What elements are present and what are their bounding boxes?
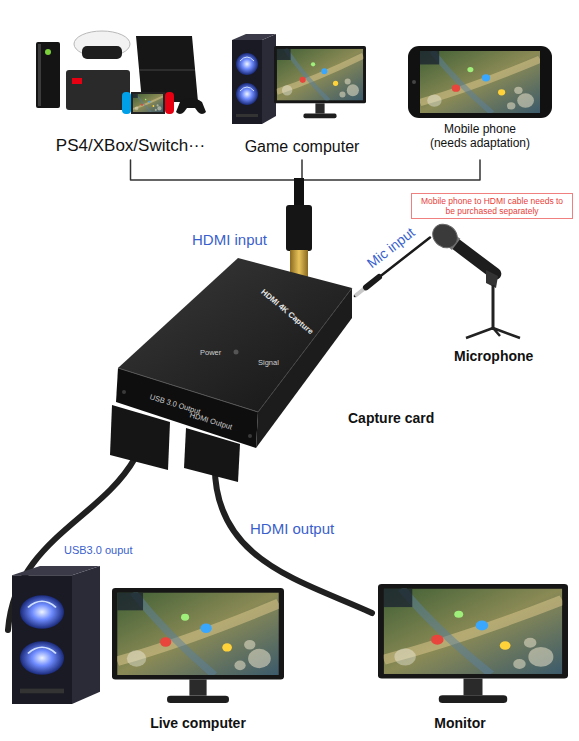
card-screw (248, 434, 252, 438)
device-marking: HDMI 4K Capture (259, 287, 315, 336)
tripod-legs (466, 328, 520, 338)
cable-label: USB3.0 ouput (62, 544, 135, 557)
source-device: Game computer (228, 28, 376, 160)
pc-monitor (112, 588, 284, 703)
source-device: PS4/XBox/Switch··· (28, 28, 233, 160)
vr-visor (82, 46, 122, 59)
switch-logo (72, 78, 82, 84)
xbox-light (45, 49, 51, 55)
usb-plug-boot (110, 405, 170, 470)
cable-connector (131, 160, 300, 278)
joycon-red (165, 92, 174, 114)
microphone-art (428, 219, 520, 338)
device-caption: PS4/XBox/Switch··· (28, 136, 233, 156)
cable-label: HDMI input (190, 231, 269, 249)
device-caption: Live computer (128, 715, 268, 732)
switch-dock (66, 70, 130, 110)
xbox-stripe (38, 44, 41, 106)
device-marking: Power (200, 348, 221, 357)
monitor-art (378, 584, 568, 703)
gamepad (176, 98, 206, 114)
phone-screen (420, 51, 540, 113)
ps4-groove (139, 70, 195, 71)
capture-card: HDMI 4K CapturePowerSignalUSB 3.0 Output… (95, 278, 355, 458)
cable-label: Mic input (362, 223, 420, 273)
xbox-console (36, 42, 60, 108)
phone-body (408, 46, 552, 118)
device-caption: Mobile phone (needs adaptation) (427, 122, 533, 151)
game-computer-art (232, 34, 366, 124)
switch-screen (133, 94, 163, 112)
card-edge (258, 288, 352, 412)
microphone: Microphone (430, 218, 555, 368)
pc-tower (232, 34, 276, 124)
phone-art (408, 46, 552, 118)
console-group (36, 31, 206, 114)
device-caption: Game computer (228, 137, 376, 156)
hdmi-cable (294, 178, 304, 208)
device-caption: Monitor (410, 715, 510, 732)
live-computer: Live computer (8, 560, 288, 735)
note-box: Mobile phone to HDMI cable needs to be p… (411, 193, 573, 219)
plug-boot (286, 205, 312, 251)
joycon-blue (122, 92, 131, 114)
pc-monitor (274, 46, 366, 118)
mic-stand (492, 285, 495, 330)
device-caption: Capture card (348, 410, 434, 427)
source-device: Mobile phone (needs adaptation) (400, 40, 560, 160)
card-screw (122, 390, 126, 394)
device-caption: Microphone (454, 348, 554, 365)
device-marking: Signal (258, 358, 279, 367)
card-side (256, 288, 352, 448)
hdmi-plug-boot (184, 428, 240, 482)
power-led (234, 350, 239, 355)
mic-jack-grip (366, 277, 379, 287)
note-text: Mobile phone to HDMI cable needs to be p… (416, 196, 568, 216)
hdmi-plug (286, 178, 312, 278)
monitor: Monitor (372, 578, 572, 735)
port-label: HDMI Output (189, 410, 233, 431)
cable-label: HDMI output (248, 520, 336, 538)
switch-body (131, 92, 165, 114)
pc-tower (12, 566, 100, 704)
mic-head (428, 219, 462, 252)
display-monitor (378, 584, 568, 703)
phone-camera (412, 80, 416, 84)
capture-card-art (110, 258, 379, 482)
live-computer-art (12, 566, 284, 704)
